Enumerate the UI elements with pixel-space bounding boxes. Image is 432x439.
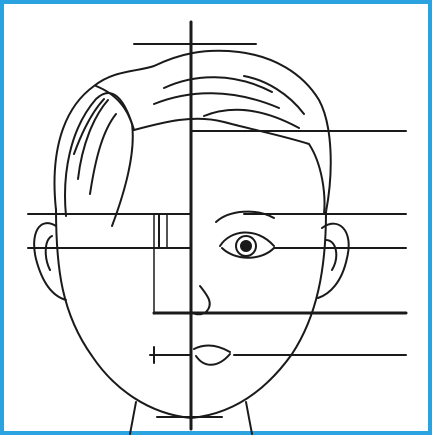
hair-strand-6 [204,110,299,128]
right-eye-pupil [241,241,251,251]
hair-strand-2 [90,114,116,194]
construction-lines [28,22,406,429]
neck-left [130,402,136,434]
left-ear-inner [46,236,52,270]
upper-lip [194,346,230,352]
hair-strand-7 [244,76,304,114]
hair-front-right [134,119,324,214]
neck-right [246,402,252,434]
left-ear [34,223,66,300]
face-proportions-drawing [4,4,432,439]
lower-lip [196,354,230,365]
nose [191,286,210,314]
right-ear-inner [326,240,336,270]
facial-features [191,212,274,365]
hair-strand-5 [154,93,279,108]
hair [55,51,331,226]
